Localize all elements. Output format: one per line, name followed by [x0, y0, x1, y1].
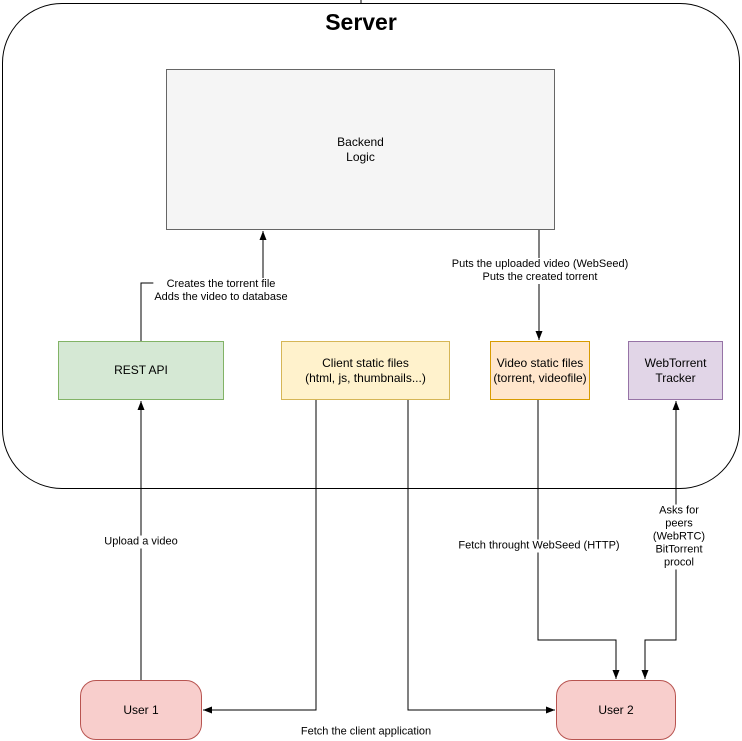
user2-label: User 2 [598, 702, 634, 717]
edge-clientstatic-to-user2 [407, 400, 555, 714]
client-static-files-node: Client static files (html, js, thumbnail… [281, 341, 450, 400]
edge-clientstatic-to-user1 [203, 400, 317, 714]
rest-api-label: REST API [114, 363, 168, 377]
client-static-files-label: Client static files (html, js, thumbnail… [305, 355, 426, 385]
edge-label-asks-peers: Asks for peers (WebRTC) BitTorrent proco… [647, 504, 711, 570]
webtorrent-tracker-node: WebTorrent Tracker [628, 341, 723, 400]
backend-logic-label: Backend Logic [337, 134, 384, 164]
user1-node: User 1 [80, 680, 202, 740]
edge-label-creates-torrent: Creates the torrent file Adds the video … [153, 278, 289, 304]
edge-label-fetch-webseed: Fetch throught WebSeed (HTTP) [457, 539, 621, 553]
user2-node: User 2 [556, 680, 676, 740]
diagram-title: Server [325, 9, 397, 35]
rest-api-node: REST API [58, 341, 224, 400]
edge-label-fetch-client: Fetch the client application [299, 725, 433, 739]
backend-logic-node: Backend Logic [166, 69, 555, 230]
video-static-files-label: Video static files (torrent, videofile) [493, 355, 587, 385]
video-static-files-node: Video static files (torrent, videofile) [490, 341, 590, 400]
webtorrent-tracker-label: WebTorrent Tracker [644, 355, 707, 385]
edge-videostatic-to-user2 [537, 400, 620, 679]
user1-label: User 1 [123, 702, 159, 717]
edge-label-upload-video: Upload a video [103, 535, 179, 549]
edge-label-puts-video: Puts the uploaded video (WebSeed) Puts t… [450, 258, 630, 284]
